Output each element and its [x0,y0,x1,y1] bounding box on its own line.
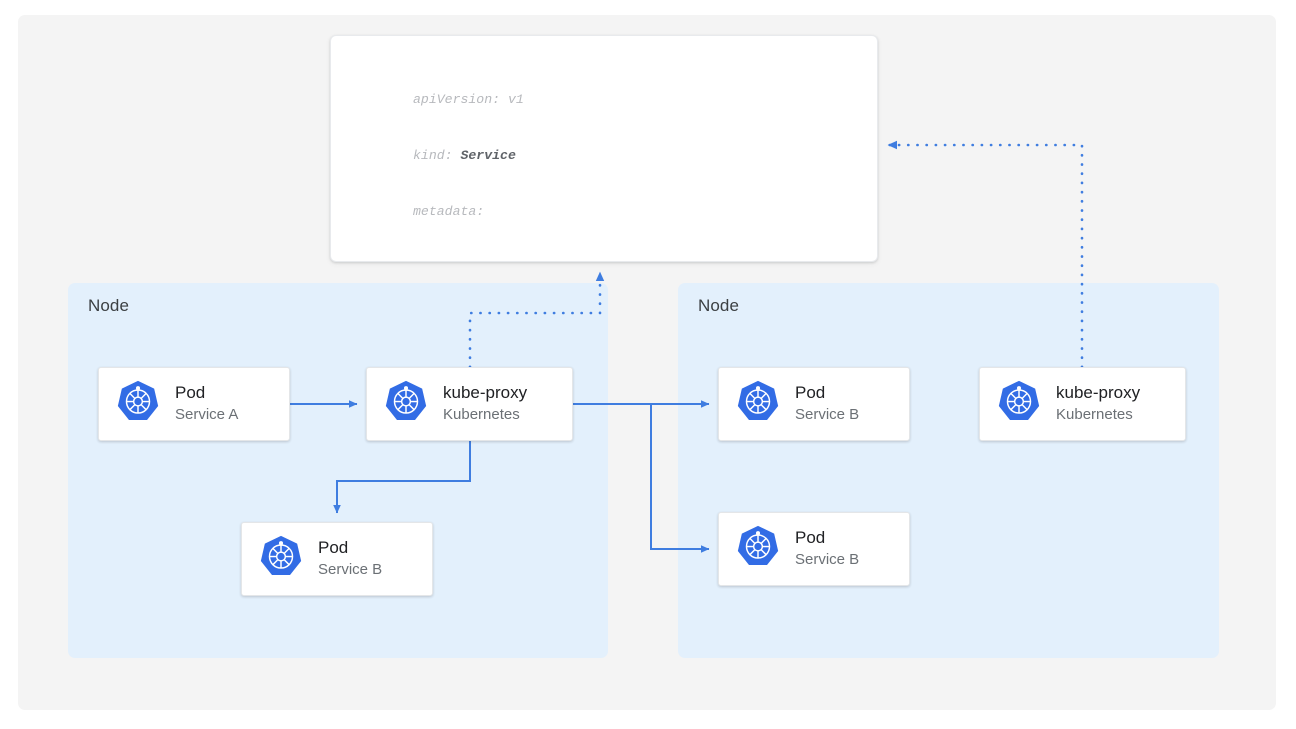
card-title: Pod [795,528,826,548]
node-group-left: Node [68,283,608,658]
yaml-line-kind: kind: Service [413,147,737,166]
card-pod-service-b-right-bottom[interactable]: Pod Service B [718,512,910,586]
node-label-right: Node [698,296,740,315]
card-subtitle: Service B [318,561,383,579]
card-pod-service-a[interactable]: Pod Service A [98,367,290,441]
card-text-group: kube-proxy Kubernetes [443,383,527,424]
card-subtitle: Service B [795,406,860,424]
node-group-right: Node [678,283,1219,658]
card-text-group: Pod Service A [175,383,238,424]
kubernetes-icon [258,534,304,585]
card-title: kube-proxy [1056,383,1141,403]
card-text-group: Pod Service B [795,383,859,424]
yaml-kind-value: Service [460,147,516,163]
yaml-line-name: name: my-service [413,260,737,262]
card-subtitle: Kubernetes [1056,406,1133,424]
card-kube-proxy-left[interactable]: kube-proxy Kubernetes [366,367,573,441]
card-pod-service-b-left[interactable]: Pod Service B [241,522,433,596]
card-text-group: Pod Service B [795,528,859,569]
card-subtitle: Service B [795,551,860,569]
card-title: Pod [318,538,349,558]
card-title: Pod [795,383,826,403]
card-kube-proxy-right[interactable]: kube-proxy Kubernetes [979,367,1186,441]
card-subtitle: Service A [175,406,239,424]
card-pod-service-b-right-top[interactable]: Pod Service B [718,367,910,441]
service-yaml-manifest: apiVersion: v1 kind: Service metadata: n… [330,35,878,262]
yaml-line-metadata: metadata: [413,204,485,220]
card-subtitle: Kubernetes [443,406,520,424]
yaml-line-apiversion: apiVersion: v1 [413,91,524,107]
card-text-group: Pod Service B [318,538,382,579]
kubernetes-icon [735,524,781,575]
yaml-kind-key: kind: [413,147,461,163]
card-text-group: kube-proxy Kubernetes [1056,383,1140,424]
kubernetes-icon [383,379,429,430]
card-title: Pod [175,383,206,403]
card-title: kube-proxy [443,383,528,403]
node-label-left: Node [88,296,130,315]
kubernetes-icon [735,379,781,430]
yaml-code-block: apiVersion: v1 kind: Service metadata: n… [413,53,737,262]
kubernetes-icon [115,379,161,430]
kubernetes-icon [996,379,1042,430]
